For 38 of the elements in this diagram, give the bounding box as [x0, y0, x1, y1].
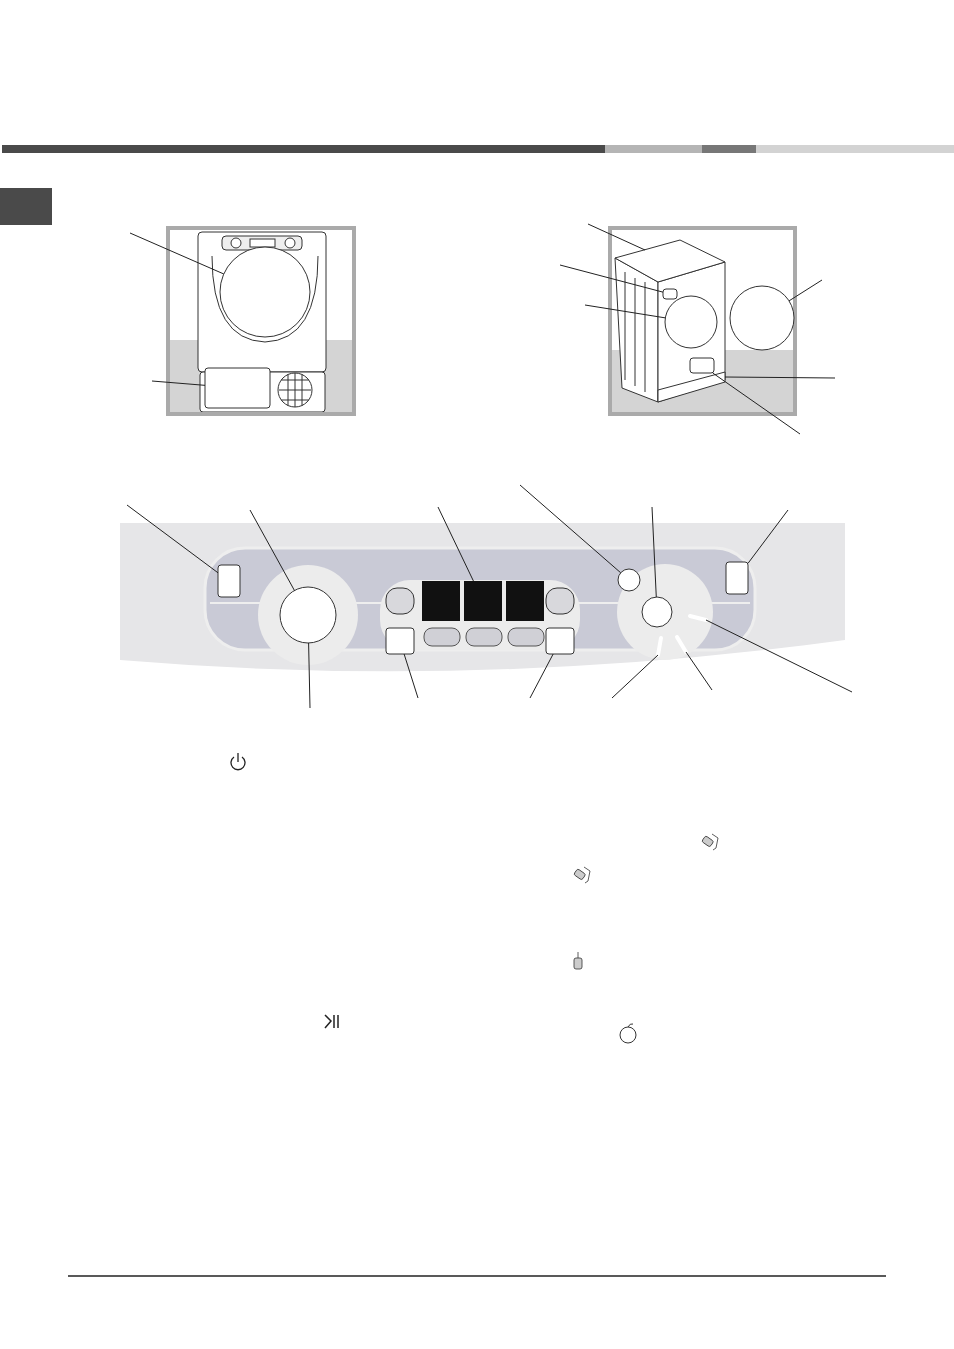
top-panel — [614, 239, 726, 283]
dial-segment — [688, 614, 708, 622]
switch — [217, 564, 241, 598]
lock-switch — [725, 561, 749, 595]
rocker-button — [545, 627, 575, 655]
plinth — [657, 371, 726, 403]
program-knob — [279, 586, 337, 644]
leader-line — [611, 654, 659, 699]
leader-line — [651, 506, 657, 598]
leader-line — [129, 232, 225, 275]
leader-line — [724, 376, 836, 379]
leader-line — [712, 372, 801, 435]
open-door — [729, 285, 795, 351]
indicator-light — [617, 568, 641, 592]
rocker-button — [385, 627, 415, 655]
leader-line — [151, 380, 206, 386]
leader-line — [788, 279, 823, 302]
leader-line — [519, 484, 622, 574]
start-button — [641, 596, 673, 628]
door-catch — [662, 288, 678, 300]
display — [422, 581, 544, 621]
leader-line — [747, 509, 789, 564]
vent-grille — [689, 357, 715, 374]
leader-line — [126, 504, 219, 574]
leader-line — [308, 642, 311, 709]
dial-segment — [675, 635, 688, 654]
leader-line — [705, 619, 853, 693]
leader-line — [403, 653, 419, 699]
leader-line — [437, 506, 474, 582]
leader-line — [584, 304, 666, 319]
drawer — [204, 367, 271, 409]
drum — [664, 295, 718, 349]
leader-line — [559, 264, 664, 293]
door — [219, 246, 311, 338]
leader-line — [529, 653, 554, 699]
leader-line — [249, 509, 295, 591]
leader-line — [685, 651, 713, 691]
dial-segment — [656, 636, 663, 657]
